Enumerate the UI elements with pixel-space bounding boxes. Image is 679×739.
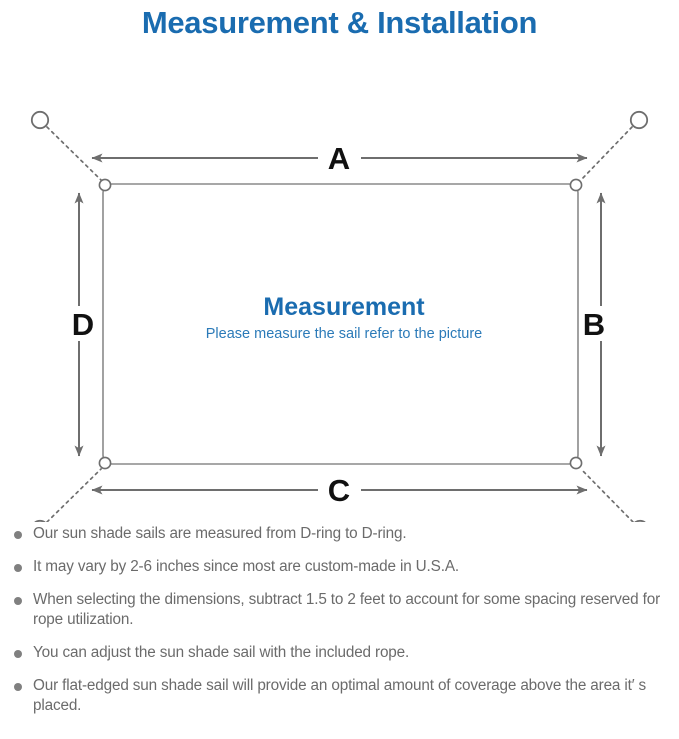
rope-lines	[46, 126, 634, 522]
diagram-center-heading: Measurement	[263, 293, 425, 321]
anchor-top-right-icon	[629, 110, 649, 130]
list-item: Our sun shade sails are measured from D-…	[0, 524, 679, 544]
list-item: Our flat-edged sun shade sail will provi…	[0, 676, 679, 716]
bullet-icon	[14, 683, 22, 691]
note-text: It may vary by 2-6 inches since most are…	[33, 558, 459, 575]
label-c: C	[328, 473, 350, 508]
note-text: You can adjust the sun shade sail with t…	[33, 644, 410, 661]
sail-body	[102, 183, 579, 465]
note-text: Our sun shade sails are measured from D-…	[33, 525, 407, 542]
anchor-bottom-right-icon	[634, 519, 646, 522]
diagram-container: A C D B Measurement Please measure the s…	[0, 44, 679, 522]
dimension-labels: A C D B	[72, 141, 605, 508]
d-ring-top-right-icon	[569, 178, 583, 192]
anchor-bottom-left-icon	[34, 519, 46, 522]
notes-list: Our sun shade sails are measured from D-…	[0, 524, 679, 729]
list-item: You can adjust the sun shade sail with t…	[0, 643, 679, 663]
rope-line-bottom-left	[46, 468, 102, 522]
label-a: A	[328, 141, 350, 176]
list-item: When selecting the dimensions, subtract …	[0, 590, 679, 630]
d-ring-top-left-icon	[98, 178, 112, 192]
sail-measurement-diagram: A C D B Measurement Please measure the s…	[30, 110, 649, 522]
rope-line-bottom-right	[580, 468, 634, 522]
d-ring-bottom-right-icon	[569, 456, 583, 470]
bullet-icon	[14, 531, 22, 539]
label-b: B	[583, 307, 605, 342]
rope-line-top-right	[580, 126, 633, 181]
page-header: Measurement & Installation	[0, 0, 679, 44]
anchor-points-bottom	[34, 519, 646, 522]
label-d: D	[72, 307, 94, 342]
bullet-icon	[14, 564, 22, 572]
page-title: Measurement & Installation	[141, 5, 538, 40]
anchor-top-left-icon	[30, 110, 50, 130]
d-rings	[98, 178, 583, 470]
note-text: Our flat-edged sun shade sail will provi…	[33, 677, 647, 714]
note-text: When selecting the dimensions, subtract …	[33, 591, 661, 628]
dimension-arrows	[74, 153, 606, 495]
list-item: It may vary by 2-6 inches since most are…	[0, 557, 679, 577]
anchor-points	[30, 110, 649, 130]
rope-line-top-left	[46, 126, 102, 181]
bullet-icon	[14, 650, 22, 658]
bullet-icon	[14, 597, 22, 605]
diagram-center-subtext: Please measure the sail refer to the pic…	[206, 326, 482, 342]
d-ring-bottom-left-icon	[98, 456, 112, 470]
